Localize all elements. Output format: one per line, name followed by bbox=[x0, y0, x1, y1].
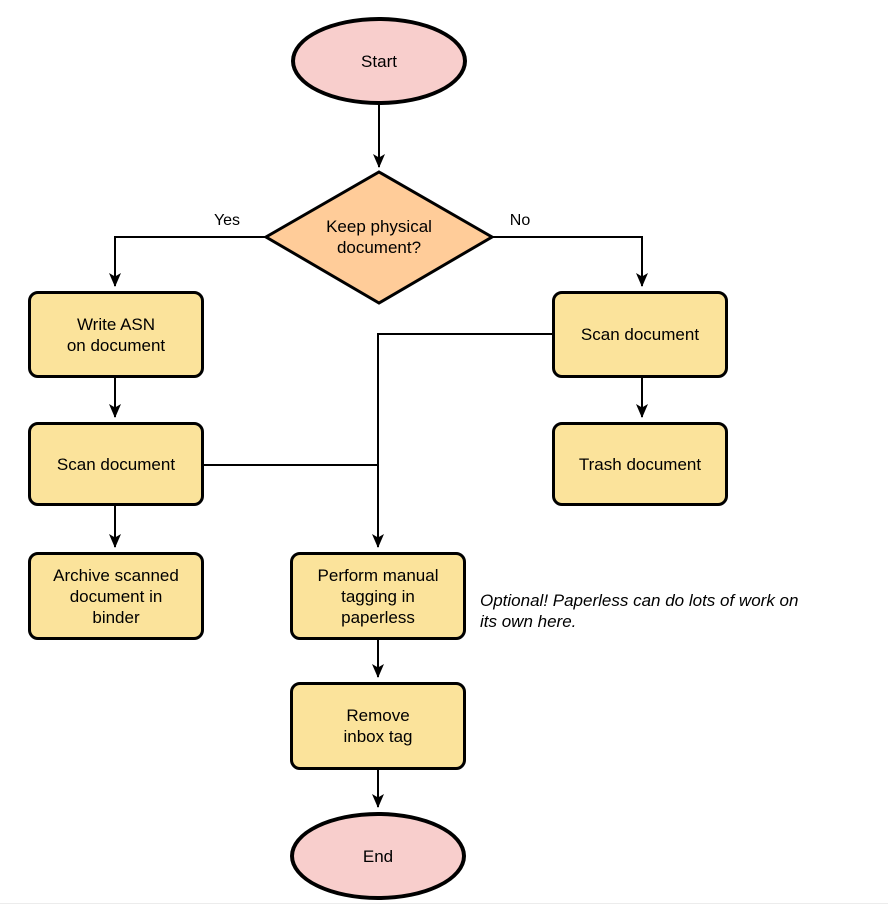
node-remove-inbox-tag: Remove inbox tag bbox=[290, 682, 466, 770]
node-remove-inbox-tag-label: Remove inbox tag bbox=[343, 706, 413, 746]
node-end-label: End bbox=[362, 846, 394, 866]
node-start-label: Start bbox=[361, 51, 397, 71]
node-manual-tagging: Perform manual tagging in paperless bbox=[290, 552, 466, 640]
node-scan-document-right: Scan document bbox=[552, 291, 728, 378]
node-write-asn-label: Write ASN on document bbox=[66, 314, 166, 355]
optional-note: Optional! Paperless can do lots of work … bbox=[480, 591, 799, 631]
node-trash-document: Trash document bbox=[552, 422, 728, 506]
decision-diamond-shape bbox=[263, 170, 495, 305]
edge-label-yes: Yes bbox=[213, 212, 241, 229]
node-decision-label: Keep physical document? bbox=[326, 217, 432, 257]
node-archive-in-binder: Archive scanned document in binder bbox=[28, 552, 204, 640]
edge-decision-to-scan-right bbox=[492, 236, 648, 287]
node-archive-in-binder-label: Archive scanned document in binder bbox=[53, 565, 179, 627]
node-scan-document-left: Scan document bbox=[28, 422, 204, 506]
node-trash-document-label: Trash document bbox=[578, 454, 702, 474]
edge-label-no: No bbox=[509, 212, 531, 229]
node-write-asn: Write ASN on document bbox=[28, 291, 204, 378]
edge-scan-right-to-tagging bbox=[372, 333, 552, 548]
node-scan-document-left-label: Scan document bbox=[56, 454, 176, 474]
node-manual-tagging-label: Perform manual tagging in paperless bbox=[317, 565, 439, 627]
bottom-divider bbox=[0, 903, 888, 904]
node-scan-document-right-label: Scan document bbox=[580, 325, 700, 344]
node-end: End bbox=[290, 812, 466, 900]
edge-decision-to-write-asn bbox=[109, 236, 266, 287]
node-start: Start bbox=[291, 17, 467, 105]
